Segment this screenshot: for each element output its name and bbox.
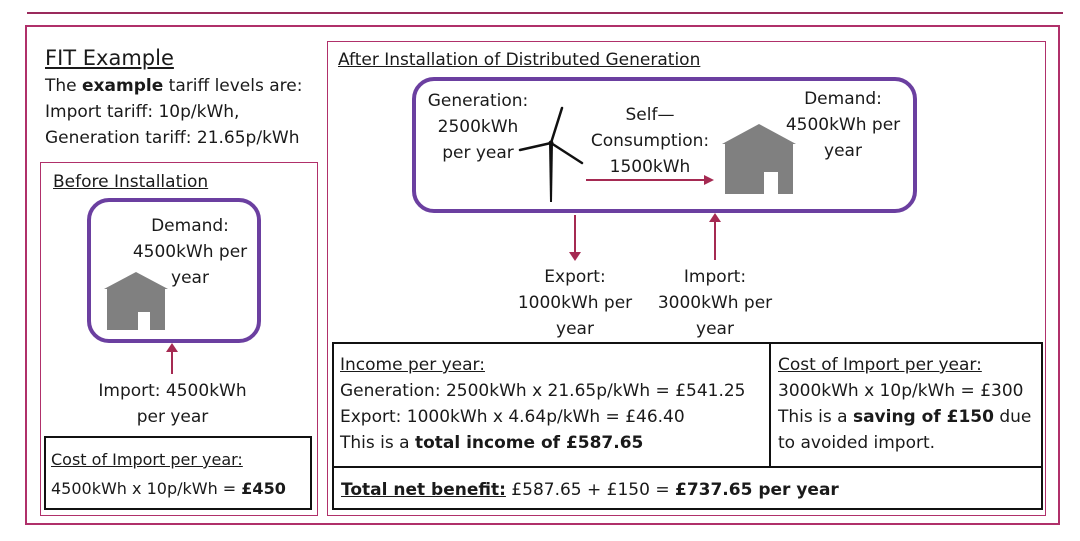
arrow-right-icon <box>704 175 714 185</box>
saving-pre: This is a <box>778 407 853 427</box>
income-heading: Income per year: <box>340 355 485 375</box>
after-cost-heading: Cost of Import per year: <box>778 355 982 375</box>
net-benefit-value: £737.65 per year <box>674 480 839 500</box>
before-import-line2: per year <box>136 407 209 427</box>
after-generation-line2: 2500kWh <box>437 117 519 137</box>
wind-turbine-icon <box>518 106 584 202</box>
before-cost-value: £450 <box>241 479 286 498</box>
import-arrow <box>714 220 716 260</box>
before-demand-line3: year <box>171 268 209 288</box>
income-total: This is a total income of £587.65 <box>340 430 643 456</box>
fit-title: FIT Example <box>45 46 174 70</box>
import-line3: year <box>696 319 734 339</box>
fit-intro-post: tariff levels are: <box>163 76 303 96</box>
before-heading: Before Installation <box>53 172 209 192</box>
after-system-box <box>412 77 917 213</box>
income-export: Export: 1000kWh x 4.64p/kWh = £46.40 <box>340 407 685 427</box>
after-demand-line3: year <box>824 141 862 161</box>
net-benefit-box <box>332 466 1043 510</box>
import-tariff: Import tariff: 10p/kWh, <box>45 102 240 122</box>
saving-post: due <box>993 407 1032 427</box>
import-line2: 3000kWh per <box>657 293 773 313</box>
arrow-up-icon <box>709 213 721 222</box>
net-benefit-label: Total net benefit: <box>341 480 506 500</box>
net-benefit-calc: £587.65 + £150 = <box>505 480 675 500</box>
house-icon <box>722 124 796 194</box>
fit-intro-bold: example <box>82 76 164 96</box>
before-cost-heading: Cost of Import per year: <box>51 450 243 469</box>
after-export: Export: 1000kWh per year <box>500 264 650 342</box>
before-home-box <box>87 198 261 343</box>
before-demand-line2: 4500kWh per <box>132 242 248 262</box>
saving-value: saving of £150 <box>852 407 994 427</box>
income-total-pre: This is a <box>340 433 415 453</box>
before-demand: Demand: 4500kWh per year <box>120 213 260 291</box>
saving-line: This is a saving of £150 due <box>778 404 1031 430</box>
after-demand-line2: 4500kWh per <box>785 115 901 135</box>
before-import-line1: Import: 4500kWh <box>98 381 247 401</box>
generation-tariff: Generation tariff: 21.65p/kWh <box>45 128 300 148</box>
self-consumption-arrow <box>586 179 706 181</box>
self-line1: Self— <box>625 105 675 125</box>
after-heading: After Installation of Distributed Genera… <box>338 50 701 70</box>
after-import: Import: 3000kWh per year <box>640 264 790 342</box>
top-divider <box>27 12 1063 14</box>
fit-intro-pre: The <box>45 76 83 96</box>
before-demand-line1: Demand: <box>151 216 229 236</box>
fit-intro: The example tariff levels are: <box>45 73 302 99</box>
after-installation-panel <box>327 41 1046 516</box>
before-cost-calc: 4500kWh x 10p/kWh = <box>51 479 242 498</box>
export-line3: year <box>556 319 594 339</box>
house-icon <box>104 272 168 330</box>
before-import: Import: 4500kWh per year <box>80 378 265 430</box>
net-benefit: Total net benefit: £587.65 + £150 = £737… <box>341 477 839 503</box>
export-arrow <box>574 215 576 255</box>
export-line2: 1000kWh per <box>517 293 633 313</box>
after-self-consumption: Self— Consumption: 1500kWh <box>580 102 720 180</box>
saving-line2: to avoided import. <box>778 433 936 453</box>
income-generation: Generation: 2500kWh x 21.65p/kWh = £541.… <box>340 381 746 401</box>
self-line2: Consumption: <box>590 131 710 151</box>
after-demand-line1: Demand: <box>804 89 882 109</box>
diagram-frame <box>25 25 1060 525</box>
after-generation-line3: per year <box>442 143 514 163</box>
self-line3: 1500kWh <box>609 157 691 177</box>
arrow-up-icon <box>166 343 178 352</box>
after-generation-line1: Generation: <box>427 91 529 111</box>
before-cost-line: 4500kWh x 10p/kWh = £450 <box>51 476 286 501</box>
after-cost-line: 3000kWh x 10p/kWh = £300 <box>778 381 1024 401</box>
income-total-value: total income of £587.65 <box>414 433 644 453</box>
import-line1: Import: <box>683 267 747 287</box>
before-installation-panel <box>40 162 318 516</box>
before-cost-box <box>44 436 312 510</box>
arrow-down-icon <box>569 252 581 261</box>
export-line1: Export: <box>544 267 606 287</box>
after-generation: Generation: 2500kWh per year <box>418 88 538 166</box>
after-demand: Demand: 4500kWh per year <box>773 86 913 164</box>
before-import-arrow <box>171 348 173 374</box>
